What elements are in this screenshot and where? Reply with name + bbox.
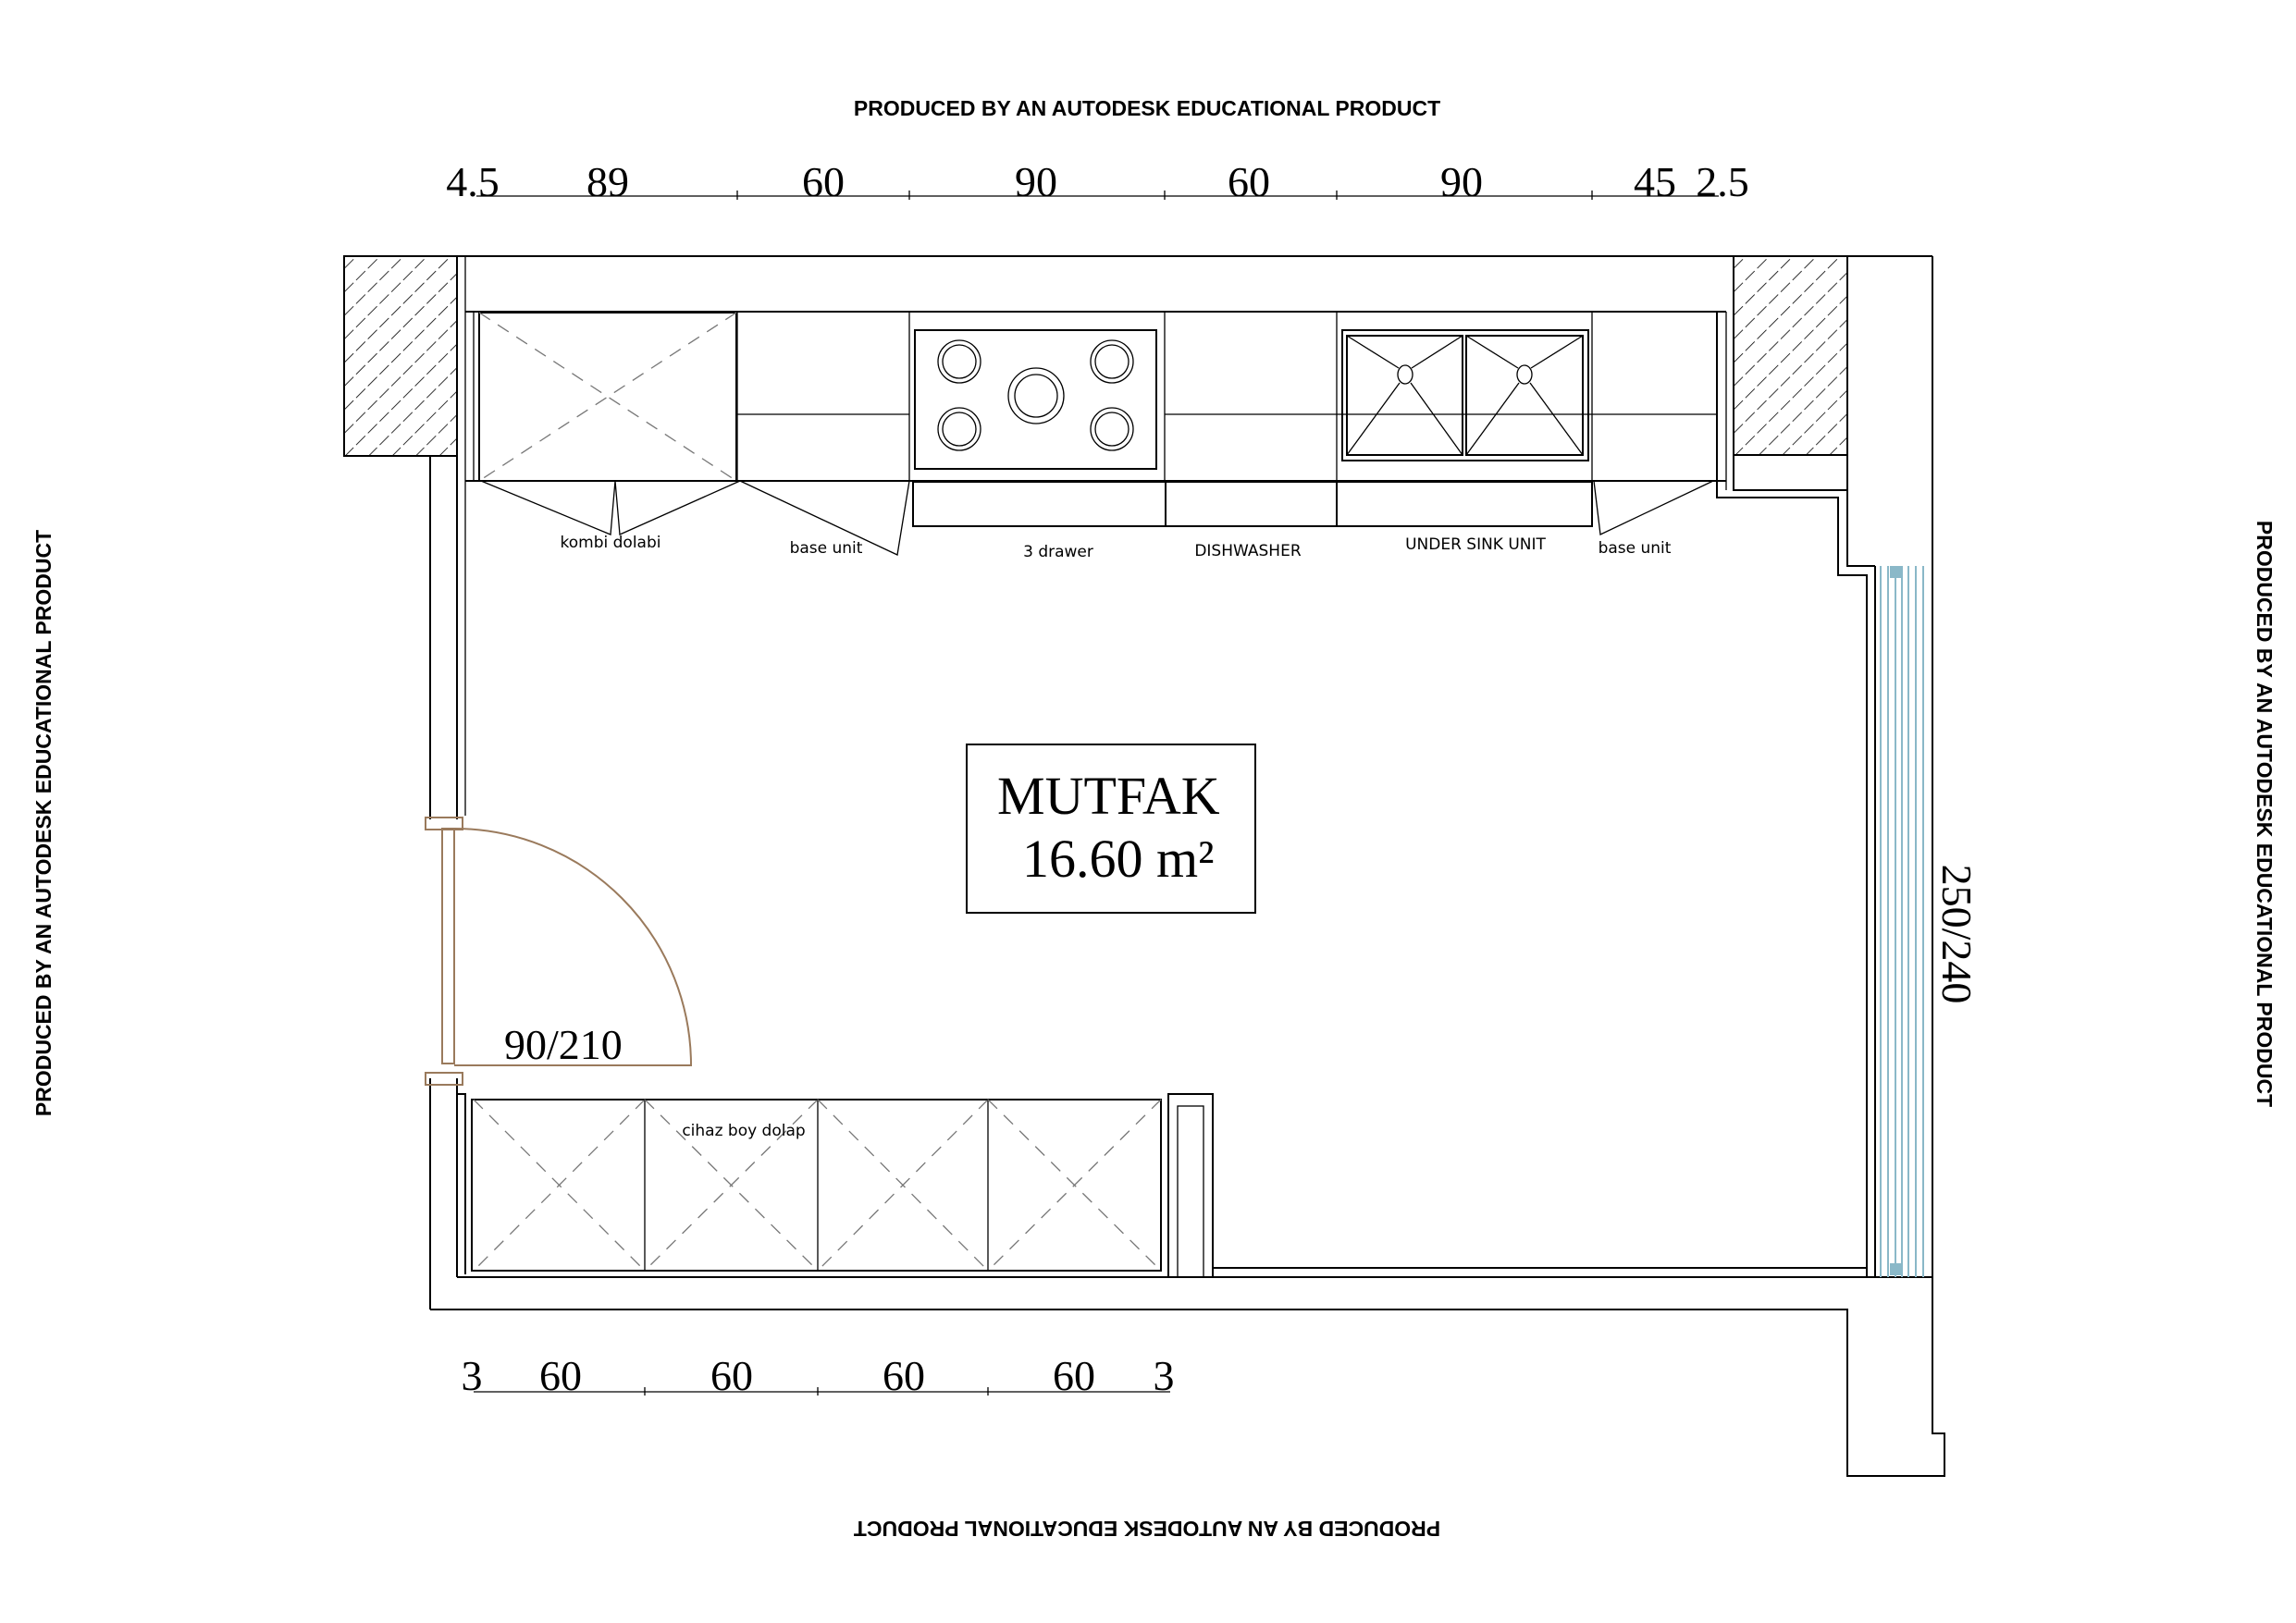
label-dishwasher: DISHWASHER	[1194, 542, 1302, 560]
door-label: 90/210	[504, 1021, 623, 1068]
double-sink-icon: UNDER SINK UNIT	[1336, 312, 1717, 554]
tall-cabinet-2: cihaz boy dolap	[644, 1099, 819, 1272]
dim-bottom-1: 60	[539, 1352, 582, 1399]
door-swing-icon: 90/210	[425, 817, 693, 1086]
gas-hob-icon: 3 drawer	[908, 312, 1167, 561]
watermark-top: PRODUCED BY AN AUTODESK EDUCATIONAL PROD…	[854, 96, 1440, 120]
label-under-sink-unit: UNDER SINK UNIT	[1405, 535, 1546, 554]
tall-cabinet-4	[987, 1099, 1162, 1272]
dim-top-7: 2.5	[1696, 158, 1749, 205]
dim-bottom-5: 3	[1154, 1352, 1175, 1399]
watermark-bottom: PRODUCED BY AN AUTODESK EDUCATIONAL PROD…	[854, 1517, 1440, 1541]
wall-hatch-icon	[1733, 255, 1848, 456]
base-unit-1: base unit	[736, 312, 910, 558]
room-area: 16.60 m²	[1022, 829, 1215, 889]
dim-top-4: 60	[1228, 158, 1270, 205]
window-icon: 250/240	[1874, 566, 1981, 1277]
kombi-dolabi-cabinet: kombi dolabi	[478, 312, 741, 552]
label-kombi-dolabi: kombi dolabi	[561, 534, 661, 552]
watermark-left: PRODUCED BY AN AUTODESK EDUCATIONAL PROD…	[31, 530, 56, 1116]
tall-cabinet-1	[473, 1099, 646, 1272]
dim-top-5: 90	[1440, 158, 1483, 205]
room-label: MUTFAK 16.60 m²	[966, 744, 1256, 914]
label-cihaz-boy-dolap: cihaz boy dolap	[682, 1122, 805, 1140]
window-label: 250/240	[1933, 865, 1981, 1004]
wall-hatch-icon	[343, 255, 458, 457]
tall-cabinet-3	[817, 1099, 989, 1272]
dim-bottom-3: 60	[883, 1352, 925, 1399]
dim-top-0: 4.5	[446, 158, 500, 205]
dim-top-2: 60	[802, 158, 845, 205]
dim-top-6: 45	[1634, 158, 1676, 205]
dim-bottom-0: 3	[462, 1352, 483, 1399]
room-name: MUTFAK	[997, 766, 1220, 826]
label-base-unit-1: base unit	[790, 539, 863, 558]
dim-top-3: 90	[1015, 158, 1057, 205]
base-unit-2: base unit	[1591, 312, 1718, 558]
bottom-cabinet-run: cihaz boy dolap	[457, 1093, 1867, 1278]
dim-bottom-2: 60	[710, 1352, 753, 1399]
label-3-drawer: 3 drawer	[1023, 543, 1093, 561]
top-dimension-line: 4.5 89 60 90 60 90 45 2.5	[446, 158, 1749, 205]
dim-top-1: 89	[586, 158, 629, 205]
bottom-dimension-line: 3 60 60 60 60 3	[462, 1352, 1175, 1399]
watermark-right: PRODUCED BY AN AUTODESK EDUCATIONAL PROD…	[2253, 521, 2277, 1107]
label-base-unit-2: base unit	[1599, 539, 1672, 558]
dim-bottom-4: 60	[1053, 1352, 1095, 1399]
top-counter: kombi dolabi base unit 3 drawer DISH	[465, 311, 1726, 561]
dishwasher-unit: DISHWASHER	[1164, 312, 1338, 560]
